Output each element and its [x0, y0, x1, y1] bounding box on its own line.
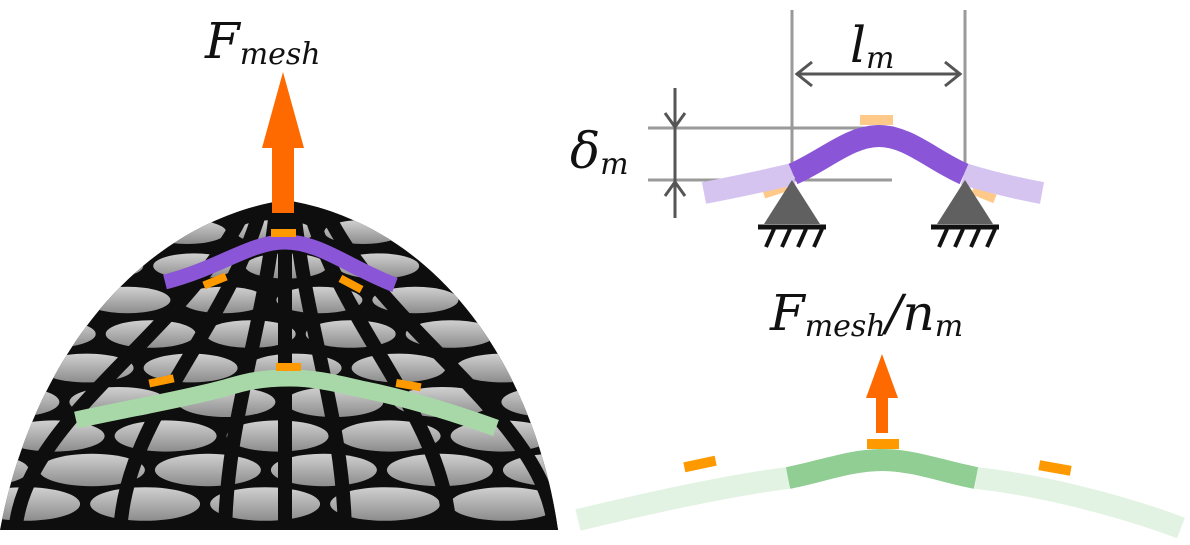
mesh-strand	[8, 200, 256, 530]
mesh-cell	[210, 487, 321, 521]
strain-marker	[202, 272, 228, 290]
mesh-cell	[563, 420, 665, 451]
per-unit-force-arrow	[866, 354, 898, 433]
green-beam-on-mesh	[74, 369, 499, 436]
span-subscript: m	[866, 41, 894, 76]
mesh-cell	[468, 286, 555, 314]
strain-marker	[395, 378, 422, 392]
per-unit-force-label: Fmesh/nm	[769, 284, 963, 344]
per-unit-divider: /n	[882, 284, 935, 342]
per-unit-divider-subscript: m	[935, 309, 963, 344]
mesh-cell	[114, 420, 217, 452]
mesh-cell	[226, 420, 329, 452]
arrow-up-icon-head	[866, 354, 898, 398]
mesh-cell	[5, 320, 96, 348]
mesh-cell	[270, 453, 377, 487]
mesh-cell	[148, 220, 227, 244]
purple-beam-on-mesh	[163, 234, 398, 293]
mesh-cell	[90, 487, 201, 521]
mesh-cell	[0, 286, 75, 314]
deflection-symbol: δ	[570, 122, 600, 180]
strain-marker	[867, 439, 899, 449]
strain-marker	[148, 374, 175, 388]
mesh-cell	[154, 453, 261, 487]
purple-beam-faded-right	[960, 163, 1045, 204]
force-symbol: F	[204, 12, 242, 70]
span-label: lm	[850, 16, 894, 76]
per-unit-force-symbol: F	[769, 284, 807, 342]
force-label: Fmesh	[204, 12, 321, 72]
pin-support-icon	[937, 180, 993, 224]
arrow-up-icon	[272, 145, 294, 213]
green-beam-faded-left	[575, 467, 790, 531]
mesh-cell	[412, 220, 491, 244]
mesh-cell	[60, 220, 139, 244]
green-beam-model	[785, 448, 979, 489]
force-subscript: mesh	[240, 37, 321, 72]
purple-beam-faded-left	[701, 163, 796, 204]
mesh-cell	[505, 320, 558, 348]
mesh-cell	[61, 253, 144, 279]
deflection-dimension-arrow	[663, 88, 687, 218]
green-beam-faded-right	[974, 467, 1185, 539]
mesh-cell	[450, 487, 558, 521]
strain-marker	[1038, 460, 1072, 476]
strain-marker	[271, 229, 296, 237]
purple-beam-model	[788, 124, 969, 185]
pin-support-icon	[764, 180, 820, 224]
arrow-up-icon	[876, 395, 888, 433]
strain-marker	[971, 185, 997, 204]
strain-markers-mesh	[148, 229, 422, 392]
mesh-cell	[0, 353, 30, 383]
per-unit-force-subscript: mesh	[805, 309, 886, 344]
pin-support-left	[758, 180, 826, 248]
mesh-cell	[502, 453, 558, 487]
span-dimension-arrow	[794, 60, 963, 88]
strain-markers-model	[683, 439, 1072, 476]
strain-marker	[338, 274, 364, 294]
pin-support-right	[931, 180, 999, 248]
span-symbol: l	[850, 16, 866, 74]
strain-marker	[860, 115, 893, 125]
deflection-label: δm	[570, 122, 629, 182]
mesh-cell	[501, 387, 558, 417]
mesh-cell	[38, 453, 145, 487]
force-arrow	[262, 72, 304, 213]
strain-marker	[276, 363, 301, 371]
mesh-cell	[330, 487, 441, 521]
deflection-subscript: m	[600, 147, 628, 182]
mesh-cell	[84, 286, 171, 314]
mesh-strand	[314, 200, 558, 530]
arrow-up-icon-head	[262, 72, 304, 148]
strain-marker	[683, 455, 717, 473]
mesh-cell	[429, 253, 512, 279]
